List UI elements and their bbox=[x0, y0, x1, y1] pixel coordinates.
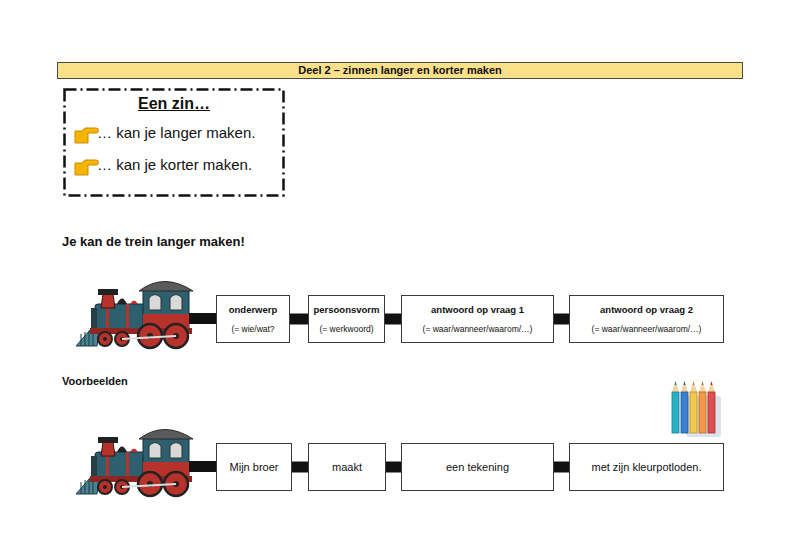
frame-line: … kan je langer maken. bbox=[97, 124, 255, 141]
coupling-bar bbox=[554, 462, 569, 473]
section-label: Je kan de trein langer maken! bbox=[62, 234, 245, 249]
frame-heading: Een zin… bbox=[63, 95, 285, 113]
coupling-bar bbox=[385, 314, 401, 325]
wagon-box: antwoord op vraag 1 (= waar/wanneer/waaro… bbox=[401, 295, 554, 343]
title-text: Deel 2 – zinnen langer en korter maken bbox=[298, 64, 502, 76]
box-hint: (= waar/wanneer/waarom/…) bbox=[423, 324, 533, 334]
coupling-bar bbox=[386, 462, 401, 473]
title-band: Deel 2 – zinnen langer en korter maken bbox=[57, 62, 743, 79]
box-heading: antwoord op vraag 2 bbox=[600, 304, 693, 315]
pointing-hand bbox=[75, 160, 99, 175]
locomotive bbox=[76, 282, 217, 349]
example-wagon: een tekening bbox=[401, 443, 554, 491]
example-wagon: met zijn kleurpotloden. bbox=[569, 443, 724, 491]
box-heading: antwoord op vraag 1 bbox=[431, 304, 524, 315]
coupling-bar bbox=[554, 314, 569, 325]
box-hint: (= werkwoord) bbox=[319, 324, 373, 334]
example-wagon: maakt bbox=[308, 443, 386, 491]
example-wagon: Mijn broer bbox=[216, 443, 292, 491]
coupling-bar bbox=[292, 462, 308, 473]
frame-line: … kan je korter maken. bbox=[97, 156, 252, 173]
section-label: Voorbeelden bbox=[62, 375, 128, 387]
coupling-bar bbox=[290, 314, 308, 325]
box-heading: onderwerp bbox=[229, 304, 278, 315]
info-frame: Een zin… … kan je langer maken. … kan je k… bbox=[63, 88, 285, 197]
wagon-box: persoonsvorm (= werkwoord) bbox=[308, 295, 385, 343]
wagon-box: onderwerp (= wie/wat? bbox=[216, 295, 290, 343]
box-text: Mijn broer bbox=[230, 461, 279, 474]
locomotive bbox=[76, 430, 217, 497]
box-text: met zijn kleurpotloden. bbox=[591, 461, 701, 474]
box-text: een tekening bbox=[446, 461, 509, 474]
pencils bbox=[672, 381, 721, 437]
pointing-hand bbox=[75, 128, 99, 143]
box-heading: persoonsvorm bbox=[314, 304, 380, 315]
box-hint: (= waar/wanneer/waarom/…) bbox=[592, 324, 702, 334]
box-hint: (= wie/wat? bbox=[231, 324, 274, 334]
box-text: maakt bbox=[332, 461, 362, 474]
wagon-box: antwoord op vraag 2 (= waar/wanneer/waaro… bbox=[569, 295, 724, 343]
